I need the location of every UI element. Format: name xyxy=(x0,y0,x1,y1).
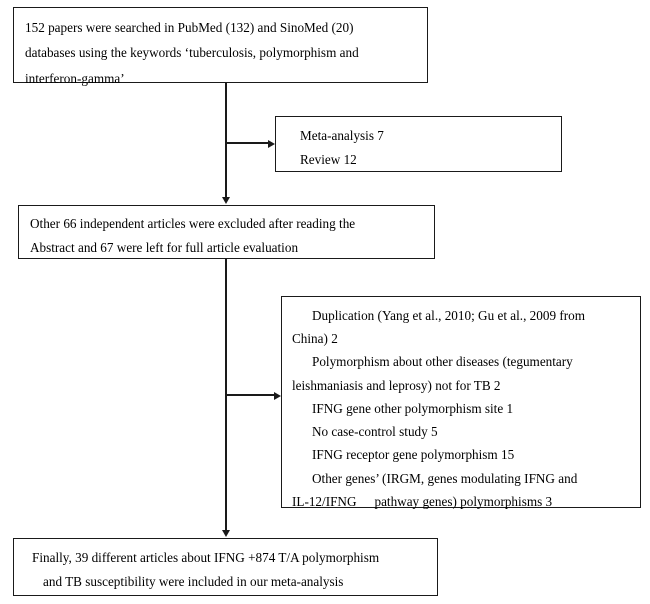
connector-excluded-to-reasons xyxy=(225,394,275,396)
meta-line-2: Review 12 xyxy=(300,151,357,167)
reasons-text-1: Duplication (Yang et al., 2010; Gu et al… xyxy=(312,308,585,323)
reasons-text-9b: pathway genes) polymorphisms 3 xyxy=(374,493,553,509)
search-line-2: databases using the keywords ‘tuberculos… xyxy=(25,45,359,61)
reasons-line-7: IFNG receptor gene polymorphism 15 xyxy=(292,443,631,466)
reasons-line-2: China) 2 xyxy=(292,331,338,347)
reasons-line-1: Duplication (Yang et al., 2010; Gu et al… xyxy=(292,304,631,327)
reasons-line-6: No case-control study 5 xyxy=(292,420,631,443)
arrowhead-to-excluded xyxy=(221,197,230,204)
arrowhead-to-reasons xyxy=(274,391,281,400)
node-final-included: Finally, 39 different articles about IFN… xyxy=(13,538,438,596)
search-line-1: 152 papers were searched in PubMed (132)… xyxy=(25,20,354,35)
reasons-line-5: IFNG gene other polymorphism site 1 xyxy=(292,397,631,420)
node-meta-review-excluded: Meta-analysis 7 Review 12 xyxy=(275,116,562,172)
reasons-line-4: leishmaniasis and leprosy) not for TB 2 xyxy=(292,377,501,393)
node-search-results: 152 papers were searched in PubMed (132)… xyxy=(13,7,428,86)
node-fulltext-exclusion-reasons: Duplication (Yang et al., 2010; Gu et al… xyxy=(281,296,641,509)
reasons-line-9: IL-12/IFNG pathway genes) polymorphisms 3 xyxy=(292,490,631,513)
reasons-text-7: IFNG receptor gene polymorphism 15 xyxy=(312,447,515,463)
connector-search-to-excluded xyxy=(225,83,227,198)
reasons-text-3: Polymorphism about other diseases (tegum… xyxy=(312,354,573,370)
arrowhead-to-final xyxy=(221,530,230,537)
search-line-3: interferon-gamma’ xyxy=(25,70,125,86)
final-text-2: and TB susceptibility were included in o… xyxy=(43,573,344,589)
reasons-text-5: IFNG gene other polymorphism site 1 xyxy=(312,400,514,416)
excluded-line-1: Other 66 independent articles were exclu… xyxy=(30,216,356,231)
connector-search-to-meta xyxy=(225,142,269,144)
reasons-text-8: Other genes’ (IRGM, genes modulating IFN… xyxy=(312,470,578,486)
reasons-line-3: Polymorphism about other diseases (tegum… xyxy=(292,350,631,373)
final-line-2: and TB susceptibility were included in o… xyxy=(32,570,427,594)
reasons-line-8: Other genes’ (IRGM, genes modulating IFN… xyxy=(292,467,631,490)
reasons-text-6: No case-control study 5 xyxy=(312,424,438,440)
node-abstract-screening: Other 66 independent articles were exclu… xyxy=(18,205,435,259)
arrowhead-to-meta xyxy=(268,139,275,148)
excluded-line-2: Abstract and 67 were left for full artic… xyxy=(30,239,299,255)
final-line-1: Finally, 39 different articles about IFN… xyxy=(32,550,380,565)
reasons-text-9a: IL-12/IFNG xyxy=(292,493,357,509)
meta-line-1: Meta-analysis 7 xyxy=(300,128,384,143)
